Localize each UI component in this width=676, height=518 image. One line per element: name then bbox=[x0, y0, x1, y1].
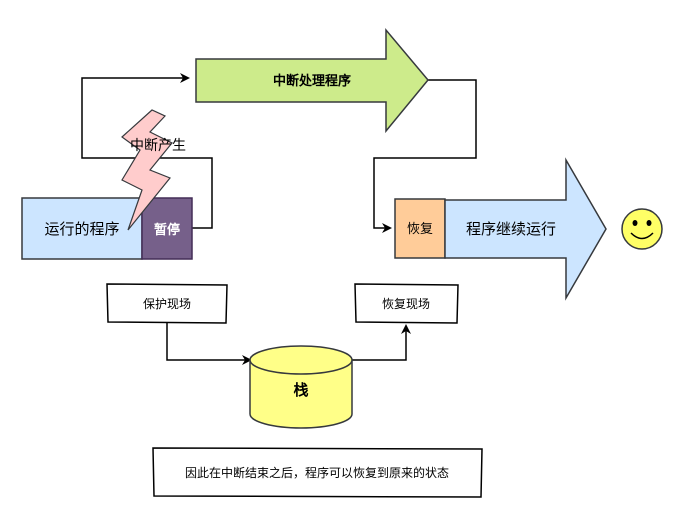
restore-context-label: 恢复现场 bbox=[382, 297, 430, 311]
lightning-bolt-icon bbox=[121, 109, 173, 231]
running-program-box: 运行的程序 bbox=[21, 197, 143, 260]
smiley-face-icon bbox=[621, 208, 663, 250]
connector-handler-to-restore bbox=[373, 79, 477, 233]
restore-label: 恢复 bbox=[407, 222, 433, 237]
stack-cylinder: 栈 bbox=[249, 345, 353, 429]
stack-label: 栈 bbox=[293, 381, 308, 399]
restore-context-box: 恢复现场 bbox=[354, 283, 459, 324]
save-context-label: 保护现场 bbox=[143, 297, 191, 311]
connector-stack-to-restore bbox=[352, 324, 411, 361]
interrupt-occurs-label: 中断产生 bbox=[130, 138, 186, 154]
program-continues-label: 程序继续运行 bbox=[466, 220, 556, 238]
program-continues-arrow: 程序继续运行 bbox=[444, 157, 607, 301]
conclusion-box: 因此在中断结束之后，程序可以恢复到原来的状态 bbox=[152, 447, 483, 498]
running-program-label: 运行的程序 bbox=[44, 220, 119, 238]
pause-label: 暂停 bbox=[154, 222, 180, 238]
restore-box: 恢复 bbox=[394, 198, 446, 259]
pause-box: 暂停 bbox=[141, 197, 193, 260]
save-context-box: 保护现场 bbox=[106, 283, 228, 324]
conclusion-label: 因此在中断结束之后，程序可以恢复到原来的状态 bbox=[185, 465, 449, 480]
connector-save-to-stack bbox=[166, 323, 252, 365]
interrupt-handler-arrow: 中断处理程序 bbox=[195, 27, 429, 134]
interrupt-handler-label: 中断处理程序 bbox=[273, 73, 351, 89]
